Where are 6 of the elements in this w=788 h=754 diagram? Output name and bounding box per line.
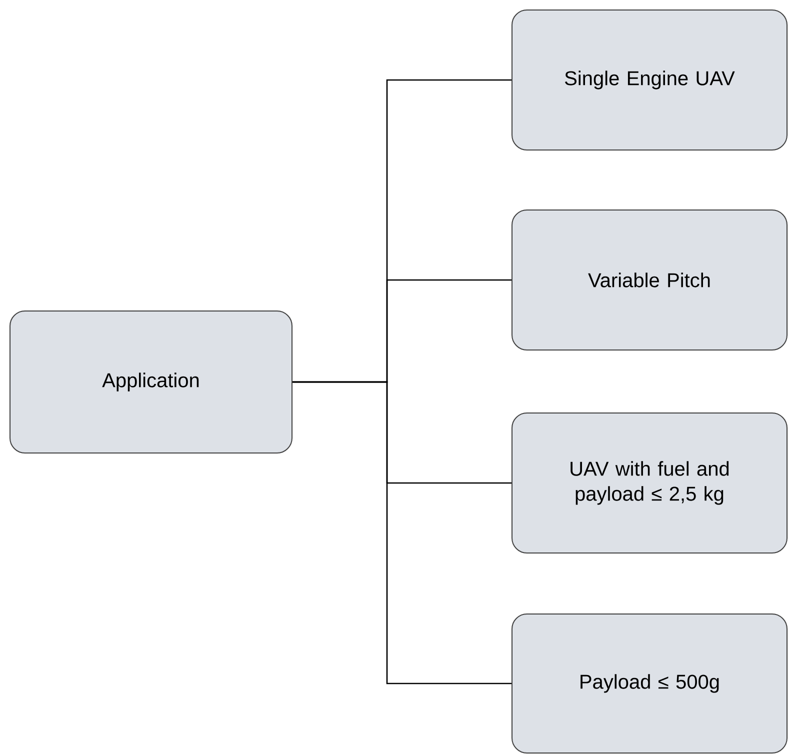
process-box: Single Engine UAV: [512, 9, 788, 150]
connector-line: [292, 381, 512, 684]
process-box: Variable Pitch: [512, 210, 788, 350]
process-box: Application: [10, 310, 292, 454]
process-box: Payload ≤ 500g: [512, 613, 788, 754]
process-box: UAV with fuel and payload ≤ 2,5 kg: [512, 412, 788, 554]
